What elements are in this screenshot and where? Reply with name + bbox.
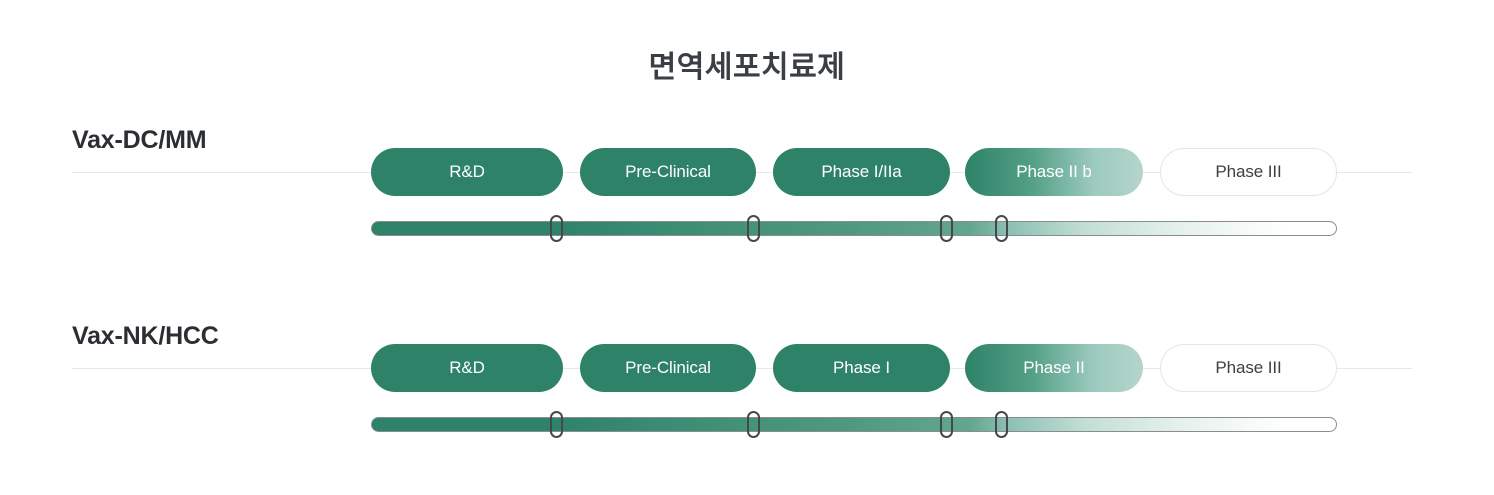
stage-pill[interactable]: R&D — [371, 344, 563, 392]
progress-track-wrapper — [371, 215, 1337, 242]
pipeline-row: Vax-DC/MM R&D Pre-Clinical Phase I/IIa Phase… — [0, 110, 1494, 242]
stage-pill[interactable]: Phase III — [1160, 344, 1337, 392]
pipeline-row-label: Vax-NK/HCC — [72, 322, 219, 350]
stage-pill[interactable]: Phase II b — [965, 148, 1143, 196]
stage-pill[interactable]: Phase III — [1160, 148, 1337, 196]
stage-pill-label: Pre-Clinical — [625, 358, 711, 377]
stage-pill[interactable]: Phase I — [773, 344, 950, 392]
progress-marker[interactable] — [746, 215, 760, 242]
stage-pill-label: Phase III — [1215, 162, 1282, 181]
progress-marker[interactable] — [939, 215, 953, 242]
progress-marker[interactable] — [994, 215, 1008, 242]
stage-pill-label: Phase III — [1215, 358, 1282, 377]
stage-pill-label: Pre-Clinical — [625, 162, 711, 181]
progress-track[interactable] — [371, 417, 1337, 432]
progress-marker[interactable] — [994, 411, 1008, 438]
stage-pill-label: Phase I — [833, 358, 890, 377]
stage-pill-label: R&D — [449, 358, 485, 377]
stage-pill-label: Phase II b — [1016, 162, 1092, 181]
progress-marker[interactable] — [746, 411, 760, 438]
page-title: 면역세포치료제 — [648, 51, 846, 84]
stage-list: R&D Pre-Clinical Phase I/IIa Phase II b Phas… — [371, 148, 1337, 196]
stage-pill[interactable]: Phase I/IIa — [773, 148, 950, 196]
pipeline-row: Vax-NK/HCC R&D Pre-Clinical Phase I Phase II… — [0, 306, 1494, 438]
stage-pill[interactable]: Pre-Clinical — [580, 344, 756, 392]
stage-pill-label: Phase I/IIa — [821, 162, 902, 181]
stage-pill[interactable]: Phase II — [965, 344, 1143, 392]
stage-pill[interactable]: R&D — [371, 148, 563, 196]
progress-marker[interactable] — [550, 215, 564, 242]
progress-track[interactable] — [371, 221, 1337, 236]
stage-pill[interactable]: Pre-Clinical — [580, 148, 756, 196]
pipeline-row-label: Vax-DC/MM — [72, 126, 207, 154]
stage-pill-label: R&D — [449, 162, 485, 181]
progress-marker[interactable] — [939, 411, 953, 438]
stage-list: R&D Pre-Clinical Phase I Phase II Phase III — [371, 344, 1337, 392]
progress-marker[interactable] — [550, 411, 564, 438]
progress-track-wrapper — [371, 411, 1337, 438]
stage-pill-label: Phase II — [1023, 358, 1085, 377]
